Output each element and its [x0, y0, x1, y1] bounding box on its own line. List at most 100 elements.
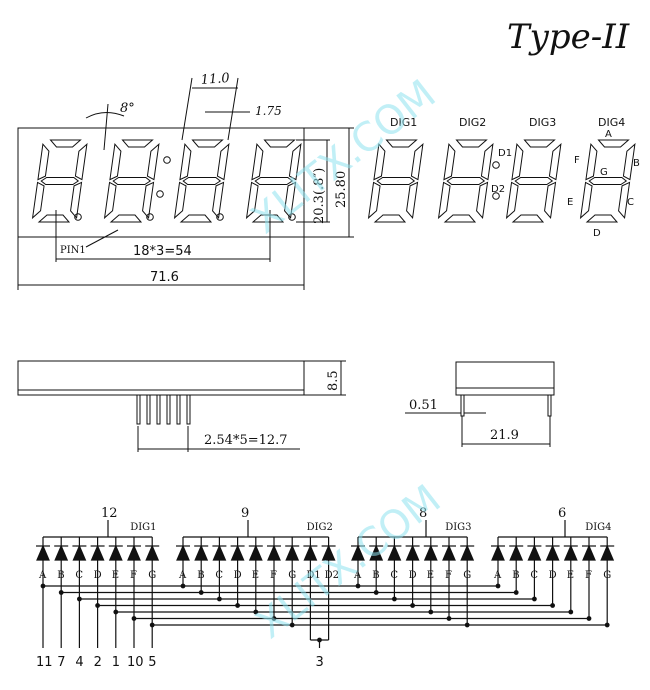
digit-label-3: DIG3 [529, 116, 556, 129]
segment-bus-1 [58, 566, 519, 648]
anode-label-4-4: E [567, 570, 574, 581]
anode-label-2-1: B [197, 570, 204, 581]
anode-label-4-5: F [585, 570, 592, 581]
anode-label-2-2: C [215, 570, 223, 581]
common-pin-label-3: 8 [419, 506, 427, 521]
id-digit-4-seg-f [585, 143, 598, 181]
diode-2-1 [194, 544, 209, 561]
front-digit-4-seg-d [251, 214, 285, 223]
group-label-1: DIG1 [130, 522, 156, 533]
pin1-leader [85, 229, 119, 248]
side-pin-1 [136, 394, 141, 425]
id-digit-3 [505, 139, 562, 223]
front-digit-2-seg-b [146, 142, 160, 181]
pitch-label: 18*3=54 [133, 244, 192, 259]
diode-3-3 [405, 544, 420, 561]
anode-label-2-5: F [270, 570, 277, 581]
total-width-label: 71.6 [150, 270, 179, 285]
watermark-bottom: XLITX.COM [248, 476, 450, 648]
seg-label-e: E [567, 197, 573, 208]
id-digit-1-seg-a [385, 139, 418, 148]
front-digit-2 [103, 139, 160, 223]
id-digit-1 [367, 139, 424, 223]
front-digit-3-seg-d [179, 214, 213, 223]
front-digit-3-seg-g [182, 177, 222, 185]
side-pin-2 [146, 394, 151, 425]
id-digit-3-seg-g [514, 177, 554, 185]
segment-view-digits [367, 139, 636, 223]
diode-4-5 [582, 544, 596, 561]
segment-bus-2 [76, 566, 537, 648]
end-pin-left [460, 394, 465, 417]
id-digit-2-seg-b [480, 142, 494, 181]
common-pin-label-4: 6 [558, 506, 566, 521]
front-digit-1-seg-g [40, 177, 80, 185]
led-group-4 [491, 520, 615, 566]
anode-label-1-1: B [57, 570, 64, 581]
diode-4-6 [600, 544, 615, 561]
dim-stroke-label: 1.75 [255, 104, 282, 118]
group-label-2: DIG2 [307, 522, 333, 533]
diode-4-3 [545, 544, 560, 561]
common-pin-label-1: 12 [101, 506, 118, 521]
diode-2-6 [285, 544, 300, 561]
anode-label-1-4: E [112, 570, 119, 581]
anode-label-2-8: D2 [325, 570, 339, 581]
diode-4-4 [563, 544, 578, 561]
title: Type-II [507, 17, 630, 57]
id-digit-4 [579, 139, 636, 223]
id-digit-4-seg-d [585, 214, 619, 223]
segment-bus-0 [40, 566, 501, 648]
diode-4-0 [491, 544, 505, 561]
anode-label-4-6: G [603, 570, 611, 581]
circuit-diagram [36, 520, 615, 648]
diode-2-3 [230, 544, 245, 561]
anode-label-3-5: F [445, 570, 452, 581]
side-pins [136, 394, 191, 425]
id-digit-3-seg-c [544, 181, 557, 219]
dim-segment-width-label: 11.0 [200, 71, 230, 88]
front-digit-3-seg-e [173, 181, 187, 220]
end-body [455, 361, 555, 396]
front-digit-4-seg-c [284, 181, 297, 219]
digit-label-4: DIG4 [598, 116, 625, 129]
side-pin-3 [156, 394, 161, 425]
diode-2-5 [267, 544, 281, 561]
diode-3-6 [460, 544, 475, 561]
id-colon-lower [492, 192, 500, 200]
segment-bus-3 [95, 566, 555, 648]
front-dp-1 [74, 213, 82, 221]
front-digit-4-seg-f [251, 143, 264, 181]
seg-label-b: B [633, 158, 640, 169]
diode-2-0 [176, 544, 190, 561]
angle-arc [85, 112, 125, 119]
id-digit-3-seg-b [548, 142, 562, 181]
pin1-label: PIN1 [60, 245, 86, 256]
anode-label-2-6: G [288, 570, 296, 581]
depth-label: 21.9 [490, 428, 519, 443]
diode-2-2 [212, 544, 227, 561]
front-digit-2-seg-g [112, 177, 152, 185]
side-pin-6 [186, 394, 191, 425]
anode-label-1-0: A [38, 570, 47, 581]
id-digit-2-seg-g [446, 177, 486, 185]
id-digit-2-seg-d [443, 214, 477, 223]
segment-bus-4 [113, 566, 574, 648]
id-digit-3-seg-a [523, 139, 556, 148]
diode-4-2 [527, 544, 542, 561]
id-digit-1-seg-d [373, 214, 407, 223]
pin-number-2: 4 [75, 655, 83, 670]
dot-label-d2: D2 [491, 184, 505, 195]
group-label-4: DIG4 [585, 522, 611, 533]
digit-label-2: DIG2 [459, 116, 486, 129]
anode-label-1-6: G [148, 570, 156, 581]
seg-label-f: F [574, 155, 580, 166]
front-dp-4 [288, 213, 296, 221]
side-pin-5 [176, 394, 181, 425]
anode-label-4-3: D [549, 570, 557, 581]
anode-label-1-2: C [75, 570, 83, 581]
pin-number-3: 2 [94, 655, 102, 670]
id-digit-2-seg-a [455, 139, 488, 148]
dim-11-right [227, 77, 239, 141]
angle-line [103, 103, 109, 151]
